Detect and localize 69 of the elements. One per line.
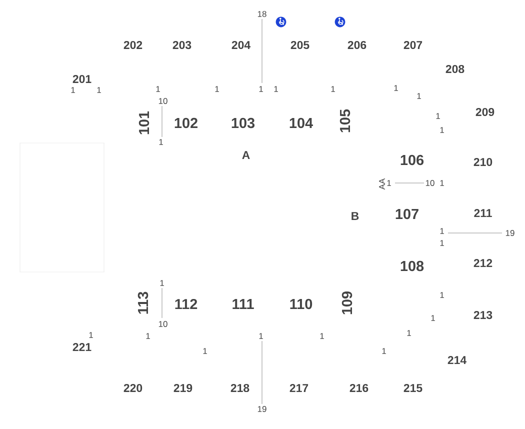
section-number: 201: [72, 74, 92, 84]
row-number: 1: [331, 86, 335, 92]
row-number: 1: [203, 348, 207, 354]
row-number: 1: [440, 240, 444, 246]
section-number: 205: [290, 40, 310, 50]
row-number: 1: [440, 180, 444, 186]
row-number: 10: [426, 180, 434, 186]
section-number: 217: [290, 384, 308, 392]
section-number: 101: [138, 111, 150, 134]
section-number: 215: [404, 384, 422, 392]
section-number: 209: [476, 108, 494, 116]
row-number: 1: [159, 139, 163, 145]
row-number: 1: [407, 330, 411, 336]
row-number: 10: [158, 321, 168, 327]
row-number: 1: [387, 180, 391, 186]
row-number: 1: [215, 86, 219, 92]
row-number: 1: [156, 86, 160, 92]
section-number: 212: [474, 259, 492, 267]
section-number: 109: [342, 292, 352, 314]
section-number: 107: [396, 208, 418, 220]
row-number: 1: [382, 348, 386, 354]
section-number: 218: [230, 384, 250, 392]
section-number: 110: [290, 298, 312, 310]
section-number: 221: [72, 343, 92, 351]
section-number: 214: [448, 356, 466, 364]
row-number: 1: [320, 333, 324, 339]
row-number: AA: [379, 178, 385, 190]
section-number: 219: [174, 384, 192, 392]
row-number: 1: [71, 87, 75, 93]
section-number: 207: [404, 40, 422, 50]
area-letter: A: [242, 151, 250, 159]
section-number: 102: [174, 118, 198, 128]
row-number: 1: [97, 87, 101, 93]
section-number: 208: [446, 64, 464, 74]
section-number: 111: [232, 299, 254, 309]
section-number: 104: [290, 118, 313, 128]
area-letter: B: [352, 212, 359, 220]
section-number: 106: [400, 154, 424, 166]
section-number: 213: [474, 310, 492, 320]
row-number: 1: [431, 315, 435, 321]
row-number: 1: [436, 113, 440, 119]
row-number: 1: [259, 333, 263, 339]
section-number: 220: [124, 384, 142, 392]
row-number: 1: [146, 333, 150, 339]
row-number: 1: [440, 228, 444, 234]
section-number: 203: [172, 40, 192, 50]
row-number: 1: [259, 86, 263, 92]
row-number: 1: [89, 332, 93, 338]
row-number: 18: [258, 11, 266, 17]
section-number: 112: [175, 298, 198, 310]
row-number: 1: [160, 280, 164, 286]
section-number: 103: [232, 118, 255, 128]
row-number: 1: [394, 85, 398, 91]
row-number: 10: [158, 98, 168, 104]
section-number: 204: [232, 40, 250, 50]
section-number: 216: [350, 384, 368, 392]
row-number: 1: [274, 86, 278, 92]
row-number: 1: [440, 127, 444, 133]
section-number: 113: [138, 292, 148, 314]
section-number: 202: [124, 40, 142, 50]
row-number: 19: [258, 406, 266, 412]
section-number: 105: [340, 109, 350, 132]
row-number: 1: [440, 292, 444, 298]
section-number: 206: [348, 40, 366, 50]
section-number: 108: [400, 260, 424, 272]
row-number: 19: [506, 230, 514, 236]
section-number: 211: [474, 209, 492, 217]
section-number: 210: [474, 158, 492, 166]
row-number: 1: [417, 93, 421, 99]
